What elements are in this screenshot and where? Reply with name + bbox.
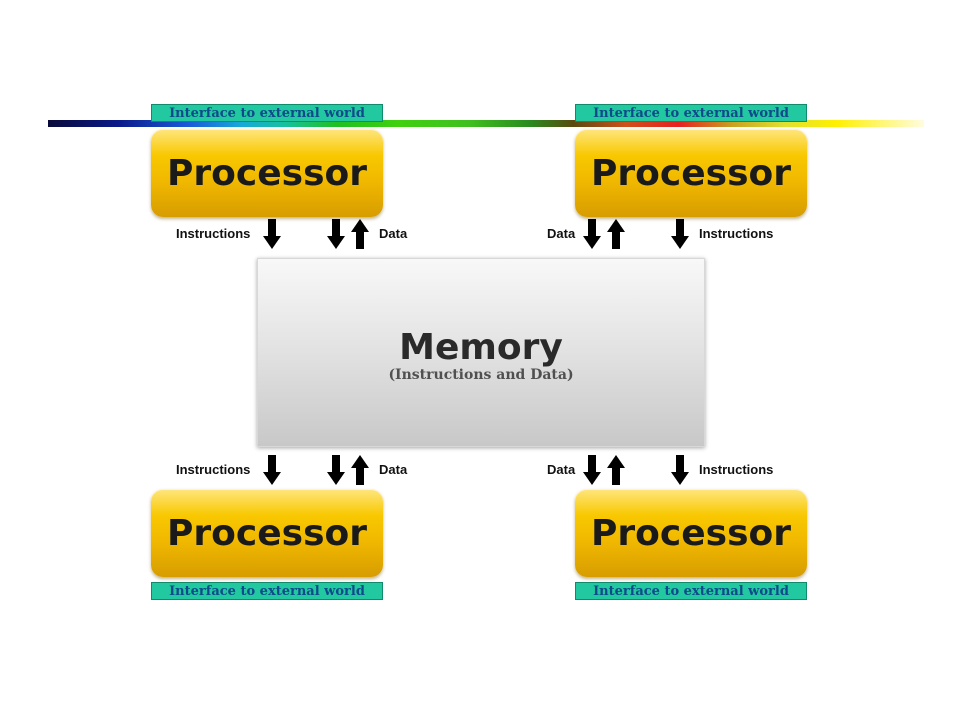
arrow-up-icon <box>351 219 369 249</box>
data-label-top-right: Data <box>547 226 576 241</box>
rainbow-divider <box>48 120 924 127</box>
processor-bottom-right: Processor <box>575 489 807 577</box>
arrow-down-icon <box>583 455 601 485</box>
instructions-label-top-right: Instructions <box>699 226 774 241</box>
arrow-up-icon <box>351 455 369 485</box>
processor-top-left: Processor <box>151 129 383 217</box>
arrow-down-icon <box>671 219 689 249</box>
instructions-label-bottom-left: Instructions <box>176 462 251 477</box>
memory-title: Memory <box>399 327 563 368</box>
memory-subtitle: (Instructions and Data) <box>388 367 574 383</box>
arrow-down-icon <box>671 455 689 485</box>
interface-top-right: Interface to external world <box>575 104 807 122</box>
data-label-bottom-left: Data <box>379 462 408 477</box>
data-label-bottom-right: Data <box>547 462 576 477</box>
instructions-label-bottom-right: Instructions <box>699 462 774 477</box>
arrow-up-icon <box>607 455 625 485</box>
arrow-down-icon <box>263 219 281 249</box>
arrow-down-icon <box>583 219 601 249</box>
arrow-down-icon <box>327 219 345 249</box>
arrow-up-icon <box>607 219 625 249</box>
interface-bottom-left: Interface to external world <box>151 582 383 600</box>
processor-bottom-left: Processor <box>151 489 383 577</box>
interface-bottom-right: Interface to external world <box>575 582 807 600</box>
data-label-top-left: Data <box>379 226 408 241</box>
arrow-down-icon <box>263 455 281 485</box>
arrow-down-icon <box>327 455 345 485</box>
memory-box: Memory (Instructions and Data) <box>257 258 705 447</box>
interface-top-left: Interface to external world <box>151 104 383 122</box>
instructions-label-top-left: Instructions <box>176 226 251 241</box>
processor-top-right: Processor <box>575 129 807 217</box>
